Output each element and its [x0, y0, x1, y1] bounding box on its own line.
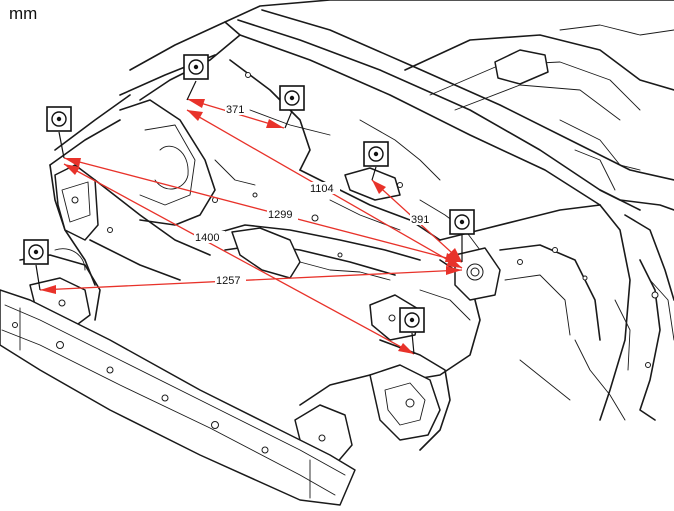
- target-point-icon: [279, 85, 305, 129]
- right-fender-apron: [519, 204, 674, 421]
- dimension-label-1257: 1257: [216, 275, 240, 287]
- unit-label: mm: [9, 4, 38, 23]
- target-point-icon: [46, 106, 72, 159]
- measurement-points: [23, 54, 475, 355]
- dimension-line-1400: [63, 163, 415, 355]
- right-front-rail: [294, 339, 451, 466]
- target-point-icon: [399, 307, 425, 355]
- left-strut-tower: [119, 21, 331, 226]
- front-bumper-beam: [0, 289, 356, 506]
- dimension-label-1299: 1299: [268, 209, 292, 221]
- dimension-label-391: 391: [411, 214, 429, 226]
- dimension-label-1104: 1104: [310, 183, 334, 195]
- target-point-icon: [449, 209, 475, 262]
- cowl-structure: [224, 0, 674, 211]
- dimension-label-1400: 1400: [195, 232, 219, 244]
- target-point-icon: [23, 239, 49, 291]
- left-side-rail: [49, 94, 211, 286]
- dimension-line-1299: [63, 157, 463, 263]
- dimension-lines: [39, 98, 463, 355]
- target-point-icon: [363, 141, 389, 181]
- dimension-labels: 371 1104 391 1299 1400 1257: [194, 103, 434, 287]
- right-strut-tower: [369, 204, 601, 381]
- dimension-line-1257: [39, 269, 463, 291]
- dimension-label-371: 371: [226, 104, 244, 116]
- engine-bay-structure: [209, 119, 481, 281]
- target-point-icon: [183, 54, 209, 101]
